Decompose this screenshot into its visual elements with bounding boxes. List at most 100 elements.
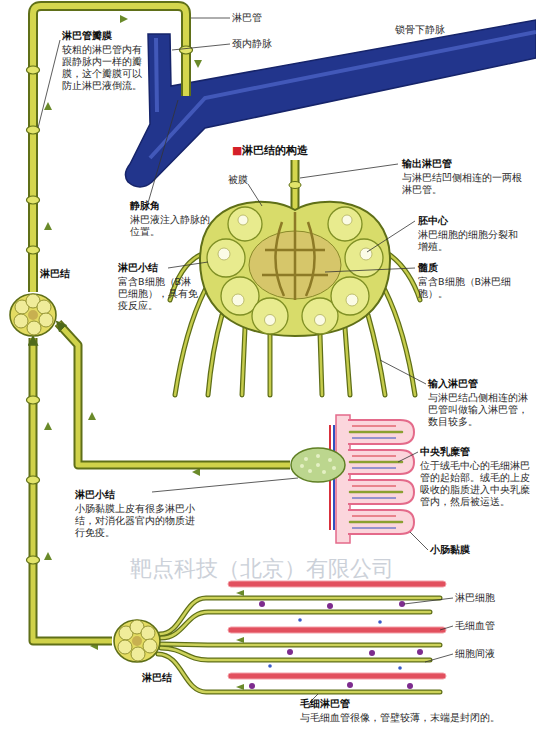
mucosa-base bbox=[336, 415, 350, 543]
lymphocyte bbox=[347, 682, 353, 688]
node-shape bbox=[8, 292, 58, 338]
lymph-vessel bbox=[58, 323, 290, 465]
flow-arrow bbox=[44, 222, 52, 230]
leader-line bbox=[380, 360, 426, 384]
lymph-node-center bbox=[132, 636, 142, 646]
part-label: 细胞间液 bbox=[455, 648, 525, 660]
fluid-dot bbox=[268, 664, 272, 668]
callout-text: 与淋巴结凸侧相连的淋巴管叫做输入淋巴管，数目较多。 bbox=[428, 392, 528, 428]
callout-title: 淋巴小结 bbox=[118, 262, 200, 274]
valve bbox=[27, 396, 40, 404]
blood-capillary bbox=[228, 673, 446, 679]
callout-text: 富含B细胞（B淋巴细胞），具有免疫反应。 bbox=[118, 276, 200, 312]
node-shape bbox=[112, 618, 162, 664]
cortical-nodule bbox=[331, 277, 369, 315]
valve bbox=[27, 476, 40, 484]
lymph-node: 淋巴结 bbox=[112, 618, 162, 664]
lymph-node-body bbox=[114, 620, 160, 662]
callout-title: 输出淋巴管 bbox=[402, 158, 527, 170]
germinal-center bbox=[342, 215, 352, 225]
fluid-dot bbox=[378, 620, 382, 624]
cortical-nodule bbox=[228, 207, 262, 241]
fluid-dot bbox=[398, 666, 402, 670]
nodule-cell bbox=[316, 454, 320, 458]
flow-arrow bbox=[120, 15, 128, 23]
watermark: 靶点科技（北京）有限公司 bbox=[130, 556, 430, 582]
lymph-node-lobe bbox=[37, 300, 51, 314]
blood-capillary bbox=[228, 581, 446, 587]
leader-line bbox=[325, 268, 415, 272]
part-label: 锁骨下静脉 bbox=[395, 24, 475, 36]
callout-text: 小肠黏膜上皮有很多淋巴小结，对消化器官内的物质进行免疫。 bbox=[75, 503, 200, 539]
part-label: 小肠黏膜 bbox=[430, 544, 510, 556]
lymph-node-lobe bbox=[131, 647, 145, 661]
fluid-dot bbox=[298, 618, 302, 622]
lymph-trunk-outline bbox=[33, 6, 186, 292]
germinal-center bbox=[265, 315, 276, 326]
node-label: 淋巴结 bbox=[142, 672, 192, 684]
germinal-center bbox=[218, 248, 230, 260]
nodule-cell bbox=[328, 458, 332, 462]
flow-arrow bbox=[44, 102, 52, 110]
lymphocyte bbox=[369, 650, 375, 656]
medullary-cord bbox=[262, 212, 328, 300]
part-label: 被膜 bbox=[228, 174, 268, 186]
leader-line bbox=[168, 262, 208, 268]
callout-title: 毛细淋巴管 bbox=[300, 698, 420, 710]
callout-title: 淋巴小结 bbox=[75, 489, 205, 501]
lymphocyte bbox=[407, 683, 413, 689]
callout-text: 较粗的淋巴管内有跟静脉内一样的瓣膜，这个瓣膜可以防止淋巴液倒流。 bbox=[62, 44, 144, 92]
valve bbox=[27, 66, 40, 74]
callout-text: 淋巴液注入静脉的位置。 bbox=[130, 214, 212, 238]
nodule-cell bbox=[300, 464, 304, 468]
villus bbox=[348, 420, 414, 534]
lymph-trunk bbox=[33, 6, 186, 292]
callout-text: 与淋巴结凹侧相连的一两根淋巴管。 bbox=[402, 172, 527, 196]
lymphocyte bbox=[417, 649, 423, 655]
vessel-outline bbox=[58, 323, 290, 465]
inset-heading: ■淋巴结的构造 bbox=[232, 145, 362, 157]
leader-line bbox=[398, 452, 418, 462]
valve bbox=[180, 46, 193, 54]
flow-arrow bbox=[236, 590, 244, 596]
germinal-center bbox=[238, 215, 248, 225]
lymphocyte bbox=[259, 601, 265, 607]
lymph-capillary bbox=[158, 598, 440, 692]
nodule-cell bbox=[304, 457, 308, 461]
lymph-node: 淋巴结 bbox=[8, 292, 58, 338]
lymph-node-lobe bbox=[14, 314, 28, 328]
leader-line bbox=[248, 184, 262, 206]
flow-arrow bbox=[236, 684, 244, 690]
leader-line bbox=[152, 478, 298, 492]
callout-text: 富含B细胞（B淋巴细胞）。 bbox=[418, 276, 528, 300]
lymph-node-lobe bbox=[27, 321, 41, 335]
vein-highlight bbox=[150, 32, 536, 158]
callout-text: 与毛细血管很像，管壁较薄，末端是封闭的。 bbox=[300, 712, 530, 724]
callout-title: 胚中心 bbox=[418, 215, 523, 227]
valve bbox=[27, 246, 40, 254]
nodule-cell bbox=[332, 466, 336, 470]
lymph-node-lobe bbox=[143, 639, 157, 653]
lymph-capillary-outline bbox=[158, 598, 440, 692]
lymph-node-lobe bbox=[141, 626, 155, 640]
flow-arrow bbox=[44, 552, 52, 560]
nodule-cell bbox=[316, 463, 320, 467]
part-label: 颈内静脉 bbox=[232, 38, 302, 50]
blood-capillary bbox=[228, 627, 446, 633]
germinal-center bbox=[232, 294, 244, 306]
cortical-nodule bbox=[328, 207, 362, 241]
central-lacteal bbox=[350, 432, 402, 522]
valve bbox=[27, 126, 40, 134]
callout-title: 淋巴管瓣膜 bbox=[62, 30, 152, 42]
valve bbox=[27, 556, 40, 564]
leader-line bbox=[404, 598, 453, 604]
lymph-node-center bbox=[28, 310, 38, 320]
callout-title: 输入淋巴管 bbox=[428, 378, 528, 390]
leader-line bbox=[148, 100, 178, 203]
part-label: 淋巴管 bbox=[232, 12, 292, 24]
leader-line bbox=[410, 532, 428, 550]
lymphocyte bbox=[249, 683, 255, 689]
lymphocyte bbox=[327, 603, 333, 609]
